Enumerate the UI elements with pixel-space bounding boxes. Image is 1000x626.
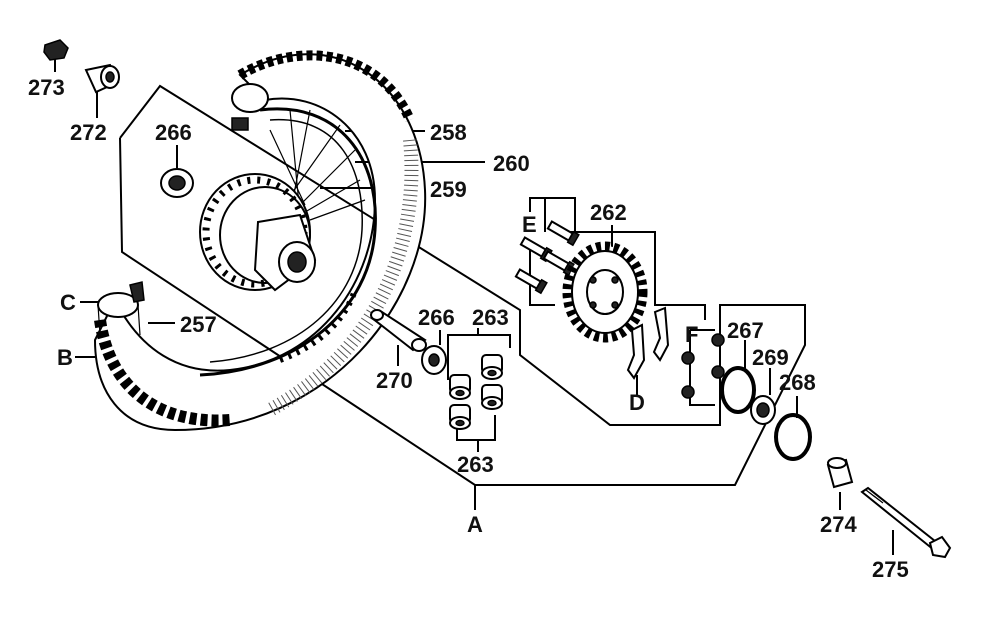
part-266-bearing-mid	[421, 345, 447, 375]
part-263-dampers	[449, 354, 503, 430]
label-270: 270	[376, 368, 413, 393]
label-258: 258	[430, 120, 467, 145]
label-d: D	[629, 390, 645, 415]
part-275-axle	[860, 486, 952, 559]
label-257: 257	[180, 312, 217, 337]
part-272-collar	[84, 63, 120, 94]
part-268-circlip	[774, 413, 812, 461]
part-270-spacer	[370, 309, 427, 352]
label-259: 259	[430, 177, 467, 202]
part-266-bearing-top	[160, 168, 194, 198]
part-262-sprocket	[562, 241, 648, 343]
part-d-lock-plates	[626, 306, 670, 380]
part-f-nuts	[681, 333, 725, 399]
label-263-bottom: 263	[457, 452, 494, 477]
label-262: 262	[590, 200, 627, 225]
rear-hub	[199, 173, 317, 292]
part-274-collar	[826, 457, 854, 489]
label-b: B	[57, 345, 73, 370]
label-e: E	[522, 212, 537, 237]
label-266-top: 266	[155, 120, 192, 145]
label-273: 273	[28, 75, 65, 100]
label-268: 268	[779, 370, 816, 395]
label-260: 260	[493, 151, 530, 176]
label-275: 275	[872, 557, 909, 582]
part-273-valve-nut	[43, 39, 69, 61]
label-c: C	[60, 290, 76, 315]
label-263-top: 263	[472, 305, 509, 330]
part-267-circlip	[720, 366, 756, 414]
rear-rim	[199, 107, 377, 377]
label-274: 274	[820, 512, 857, 537]
label-267: 267	[727, 318, 764, 343]
part-labels: 273 272 266 258 260 259 262 E C 257 B 26…	[28, 75, 909, 582]
part-269-bearing	[750, 395, 776, 425]
label-f: F	[685, 322, 698, 347]
label-a: A	[467, 512, 483, 537]
label-272: 272	[70, 120, 107, 145]
label-266-mid: 266	[418, 305, 455, 330]
label-269: 269	[752, 345, 789, 370]
